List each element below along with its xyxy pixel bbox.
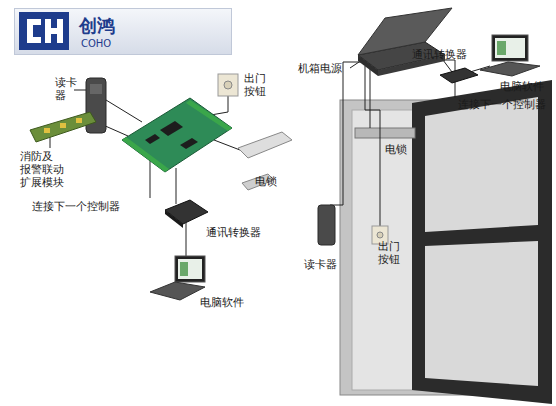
converter bbox=[165, 200, 208, 224]
brand-latin: COHO bbox=[81, 38, 111, 50]
part-label: 连接下一个控制器 bbox=[32, 200, 120, 213]
chip bbox=[180, 138, 198, 149]
laptop-screen bbox=[175, 256, 205, 282]
part-label: 机箱电源 bbox=[298, 62, 342, 75]
part-label: 消防及 报警联动 扩展模块 bbox=[20, 150, 64, 189]
part-label: 连接下一个控制器 bbox=[458, 98, 546, 111]
power-box-lid bbox=[358, 8, 452, 55]
logo-square bbox=[19, 12, 69, 50]
screen-panel bbox=[497, 41, 506, 55]
logo-h bbox=[45, 19, 63, 43]
part-label: 电脑软件 bbox=[200, 296, 244, 309]
part bbox=[44, 128, 50, 133]
logo-box: 创鸿COHO bbox=[14, 8, 232, 55]
laptop-base bbox=[150, 282, 205, 300]
laptop-base bbox=[480, 62, 540, 76]
wire bbox=[176, 168, 177, 204]
terminal-strip bbox=[186, 100, 232, 131]
part-label: 电锁 bbox=[385, 143, 407, 156]
power-box-side bbox=[358, 55, 378, 76]
part-label: 电脑软件 bbox=[500, 80, 544, 93]
board-chips bbox=[145, 121, 198, 149]
expansion-module bbox=[30, 112, 96, 142]
logo-mark bbox=[19, 12, 71, 52]
electric-lock bbox=[355, 128, 415, 138]
card-reader bbox=[318, 205, 335, 245]
screen-panel bbox=[180, 262, 188, 276]
leader-line bbox=[74, 90, 86, 91]
exit-button bbox=[218, 74, 238, 96]
part-label: 通讯转换器 bbox=[412, 48, 467, 61]
electric-lock bbox=[238, 132, 292, 158]
wires-right bbox=[330, 56, 490, 226]
wire bbox=[343, 62, 362, 205]
chip bbox=[145, 134, 160, 144]
button-knob bbox=[224, 81, 232, 89]
part-label: 读卡 器 bbox=[55, 76, 77, 102]
door-glass bbox=[425, 97, 538, 232]
converter bbox=[440, 68, 478, 83]
part-label: 通讯转换器 bbox=[206, 226, 261, 239]
module-parts bbox=[44, 118, 82, 133]
wire bbox=[106, 100, 142, 122]
door-glass bbox=[425, 241, 538, 386]
wire bbox=[370, 66, 371, 128]
wire bbox=[150, 160, 151, 198]
brand-name: 创鸿 bbox=[79, 15, 115, 37]
button-knob bbox=[377, 232, 383, 238]
wire bbox=[214, 140, 240, 150]
door-leaf bbox=[412, 80, 552, 404]
part bbox=[60, 123, 66, 128]
part-label: 电锁 bbox=[255, 175, 277, 188]
chip bbox=[160, 121, 183, 136]
terminal-strip bbox=[122, 137, 169, 172]
converter-side bbox=[165, 210, 183, 228]
wire bbox=[186, 223, 187, 258]
screen-content bbox=[495, 38, 525, 58]
laptop-screen bbox=[492, 35, 528, 61]
part bbox=[76, 118, 82, 123]
part-label: 读卡器 bbox=[304, 258, 337, 271]
controller-board bbox=[122, 98, 232, 172]
reader-window bbox=[90, 84, 102, 94]
screen-content bbox=[178, 259, 202, 279]
part-label: 出门 按钮 bbox=[244, 72, 266, 98]
logo-c bbox=[27, 19, 41, 43]
wire bbox=[365, 66, 380, 226]
part-label: 出门 按钮 bbox=[378, 240, 400, 266]
